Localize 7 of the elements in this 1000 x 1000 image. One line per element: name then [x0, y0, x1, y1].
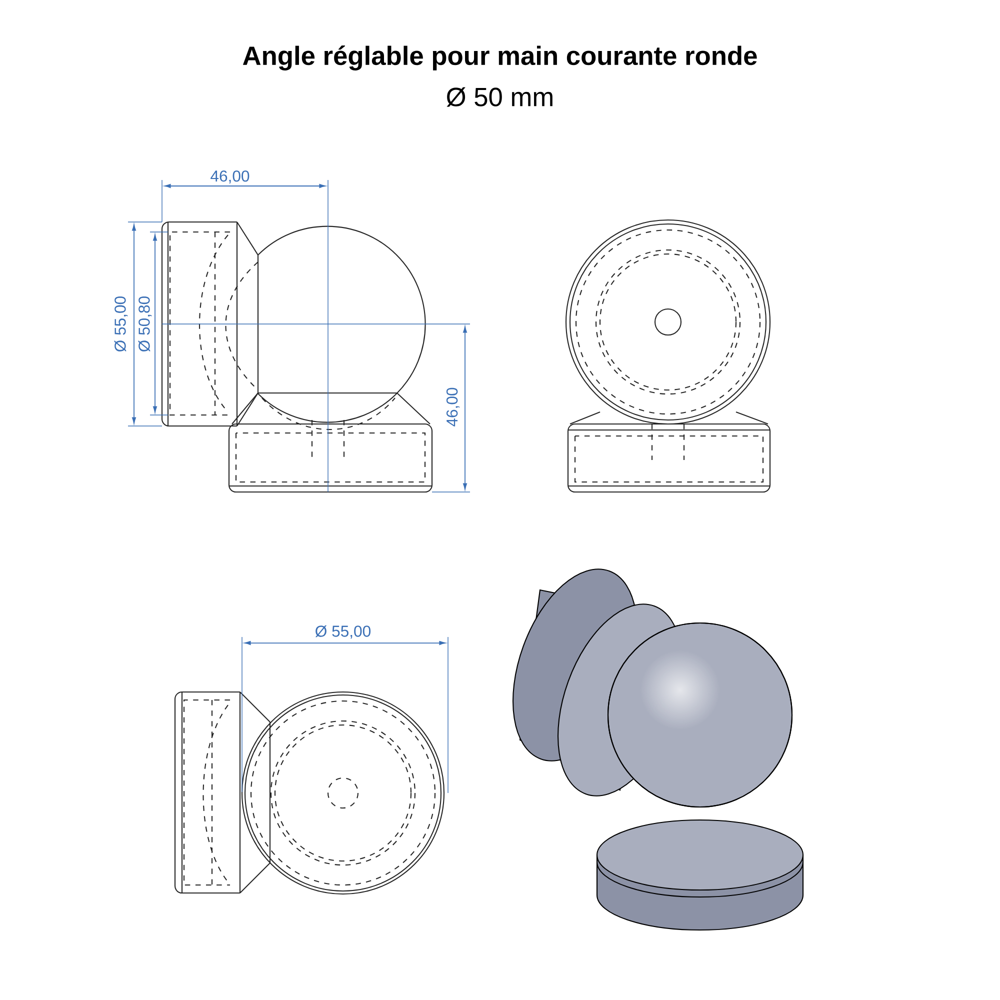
dimension-label: 46,00: [210, 170, 250, 184]
dimension-label: Ø 55,00: [315, 625, 370, 639]
dimension-label: Ø 55,00: [114, 296, 128, 352]
title: Angle réglable pour main courante ronde: [242, 46, 757, 70]
subtitle: Ø 50 mm: [446, 87, 552, 107]
dimension-label: Ø 50,80: [138, 296, 152, 352]
dimension-label: 46,00: [446, 388, 460, 426]
